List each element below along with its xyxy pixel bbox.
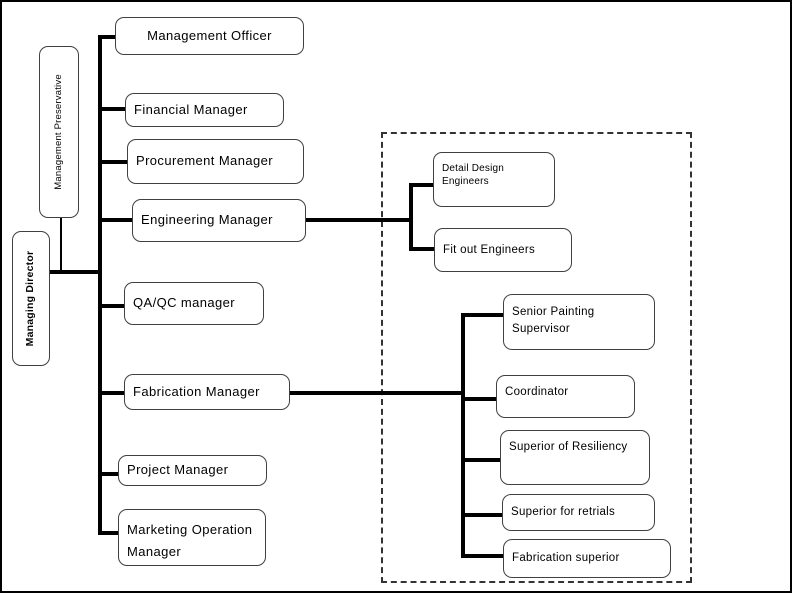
engineering-out-line bbox=[306, 218, 413, 222]
node-fabrication-manager-label: Fabrication Manager bbox=[133, 383, 260, 399]
branch-line-financial-manager bbox=[98, 107, 125, 111]
node-fabrication-superior: Fabrication superior bbox=[503, 539, 671, 578]
branch-line-management-officer bbox=[98, 35, 115, 39]
fabrication-vertical-line bbox=[461, 313, 465, 558]
branch-line-marketing-manager bbox=[98, 531, 118, 535]
node-coordinator-label: Coordinator bbox=[505, 386, 569, 398]
branch-line-detail-design bbox=[409, 183, 433, 187]
node-coordinator: Coordinator bbox=[496, 375, 635, 418]
branch-line-superior-retrials bbox=[461, 513, 502, 517]
branch-line-procurement-manager bbox=[98, 160, 127, 164]
node-financial-manager-label: Financial Manager bbox=[134, 101, 248, 117]
trunk-connector-line bbox=[98, 35, 102, 535]
node-fit-out-engineers: Fit out Engineers bbox=[434, 228, 572, 272]
branch-line-qaqc-manager bbox=[98, 304, 124, 308]
fabrication-out-line bbox=[290, 391, 465, 395]
node-marketing-operation-manager-label: Marketing Operation Manager bbox=[127, 522, 253, 560]
branch-line-fabrication-manager bbox=[98, 391, 124, 395]
node-superior-of-resiliency: Superior of Resiliency bbox=[500, 430, 650, 485]
node-financial-manager: Financial Manager bbox=[125, 93, 284, 127]
branch-line-fit-out bbox=[409, 247, 435, 251]
branch-line-project-manager bbox=[98, 472, 118, 476]
node-procurement-manager-label: Procurement Manager bbox=[136, 153, 273, 169]
node-management-preservative: Management Preservative bbox=[39, 46, 79, 218]
engineering-vertical-line bbox=[409, 183, 413, 251]
node-management-officer: Management Officer bbox=[115, 17, 304, 55]
node-superior-for-retrials-label: Superior for retrials bbox=[511, 506, 616, 519]
assistant-connector-line bbox=[60, 218, 62, 272]
node-fabrication-manager: Fabrication Manager bbox=[124, 374, 290, 410]
node-project-manager: Project Manager bbox=[118, 455, 267, 486]
node-fit-out-engineers-label: Fit out Engineers bbox=[443, 243, 536, 256]
branch-line-engineering-manager bbox=[98, 218, 132, 222]
node-senior-painting-supervisor: Senior Painting Supervisor bbox=[503, 294, 655, 350]
branch-line-superior-resiliency bbox=[461, 458, 500, 462]
node-detail-design-engineers-label: Detail Design Engineers bbox=[442, 163, 505, 188]
node-superior-for-retrials: Superior for retrials bbox=[502, 494, 655, 531]
node-qaqc-manager-label: QA/QC manager bbox=[133, 295, 236, 311]
node-fabrication-superior-label: Fabrication superior bbox=[512, 552, 620, 565]
node-project-manager-label: Project Manager bbox=[127, 462, 229, 478]
branch-line-senior-painting bbox=[461, 313, 503, 317]
branch-line-coordinator bbox=[461, 397, 496, 401]
branch-line-fabrication-superior bbox=[461, 554, 503, 558]
node-managing-director-label: Managing Director bbox=[24, 250, 37, 347]
node-senior-painting-supervisor-label: Senior Painting Supervisor bbox=[512, 306, 595, 336]
node-qaqc-manager: QA/QC manager bbox=[124, 282, 264, 325]
node-detail-design-engineers: Detail Design Engineers bbox=[433, 152, 555, 207]
node-management-officer-label: Management Officer bbox=[147, 27, 272, 43]
node-managing-director: Managing Director bbox=[12, 231, 50, 366]
node-engineering-manager-label: Engineering Manager bbox=[141, 212, 273, 228]
node-marketing-operation-manager: Marketing Operation Manager bbox=[118, 509, 266, 566]
sub-team-group-outline bbox=[381, 132, 692, 583]
director-connector-line bbox=[50, 270, 98, 274]
node-superior-of-resiliency-label: Superior of Resiliency bbox=[509, 441, 628, 453]
node-management-preservative-label: Management Preservative bbox=[53, 74, 65, 190]
node-procurement-manager: Procurement Manager bbox=[127, 139, 304, 184]
node-engineering-manager: Engineering Manager bbox=[132, 199, 306, 242]
